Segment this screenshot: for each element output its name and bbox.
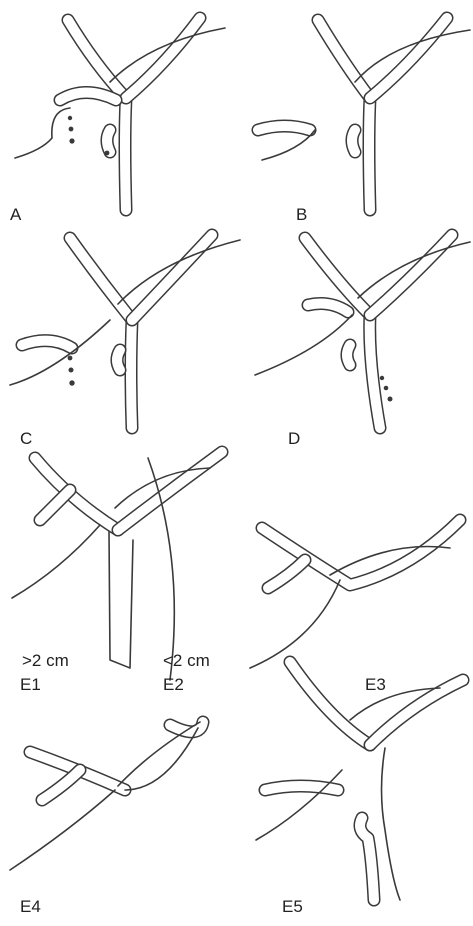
panel-d: D (255, 235, 470, 448)
panel-e1-e2: >2 cm E1 <2 cm E2 (12, 452, 222, 694)
panel-e1-note: >2 cm (22, 651, 69, 670)
panel-e1-label: E1 (20, 675, 41, 694)
panel-e2-label: E2 (163, 675, 184, 694)
panel-c: C (10, 235, 240, 448)
panel-e5-label: E5 (282, 897, 303, 916)
panel-e5-ducts (265, 662, 463, 900)
panel-c-leak-drops (68, 356, 75, 386)
panel-e3-ducts (262, 520, 460, 588)
panel-e1-e2-stump (109, 532, 133, 668)
panel-a-ducts (60, 18, 200, 210)
panel-b-label: B (296, 205, 307, 224)
panel-a: A (10, 18, 225, 224)
panel-d-label: D (288, 429, 300, 448)
panel-c-label: C (20, 429, 32, 448)
panel-a-label: A (10, 205, 22, 224)
panel-e1-e2-ducts (35, 452, 222, 530)
panel-e4-label: E4 (20, 897, 41, 916)
panel-e3-label: E3 (365, 675, 386, 694)
panel-e4: E4 (10, 722, 203, 916)
panel-e3: E3 (250, 520, 460, 694)
panel-e5: E5 (256, 662, 463, 916)
panel-d-ducts (305, 235, 452, 428)
panel-e1-e2-outlines (12, 458, 210, 680)
panel-b: B (258, 18, 470, 224)
panel-e3-outlines (250, 547, 450, 668)
panel-c-ducts (22, 235, 212, 428)
panel-e2-note: <2 cm (163, 651, 210, 670)
panel-e5-outlines (256, 688, 440, 900)
panel-b-ducts (258, 18, 447, 210)
